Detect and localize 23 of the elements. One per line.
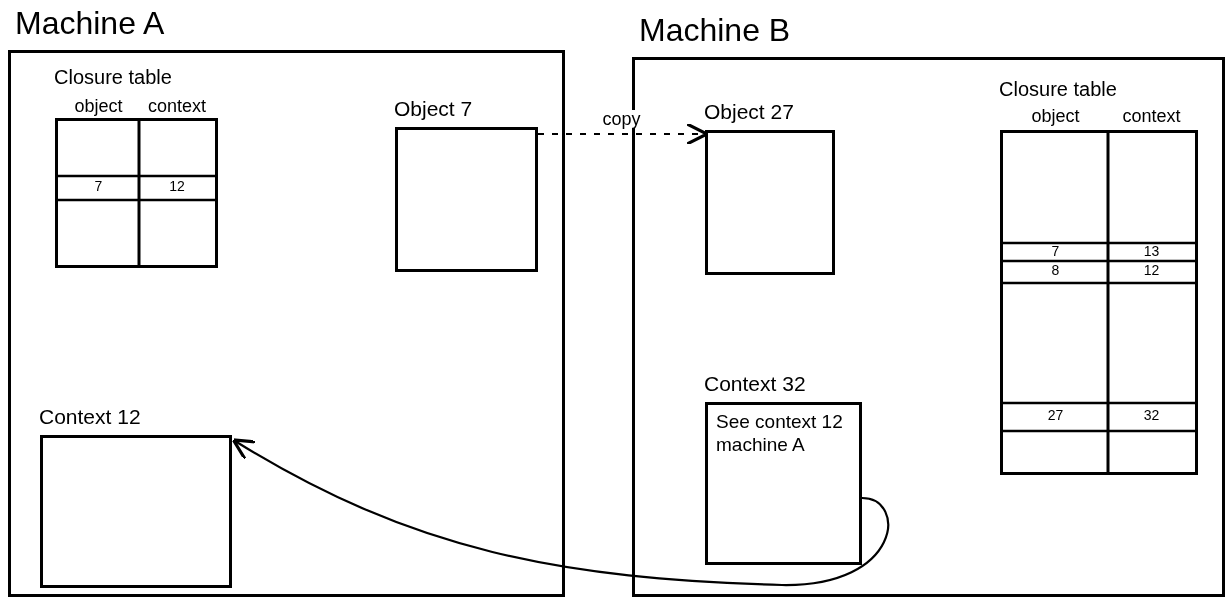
table-value: 32 [1142,408,1161,422]
box-note: See context 12 machine A [716,411,844,457]
table-value: 7 [93,179,104,193]
table-value: 27 [1046,408,1065,422]
machine-heading: Machine A [15,7,165,39]
column-header: object [73,97,124,115]
table-value: 12 [1142,263,1161,277]
column-header: context [146,97,207,115]
machine-heading: Machine B [639,14,791,46]
table-title: Closure table [999,79,1117,99]
column-header: context [1121,107,1182,125]
table-title: Closure table [54,67,172,87]
table-value: 8 [1050,263,1061,277]
arrow [231,438,889,587]
box-heading: Context 32 [704,373,806,394]
box-heading: Object 27 [704,101,794,122]
table-value: 7 [1050,244,1061,258]
edge-label: copy [600,110,643,128]
table-value: 13 [1142,244,1161,258]
column-header: object [1030,107,1081,125]
table-value: 12 [168,179,186,193]
box-heading: Context 12 [39,406,141,427]
box-heading: Object 7 [394,98,473,119]
